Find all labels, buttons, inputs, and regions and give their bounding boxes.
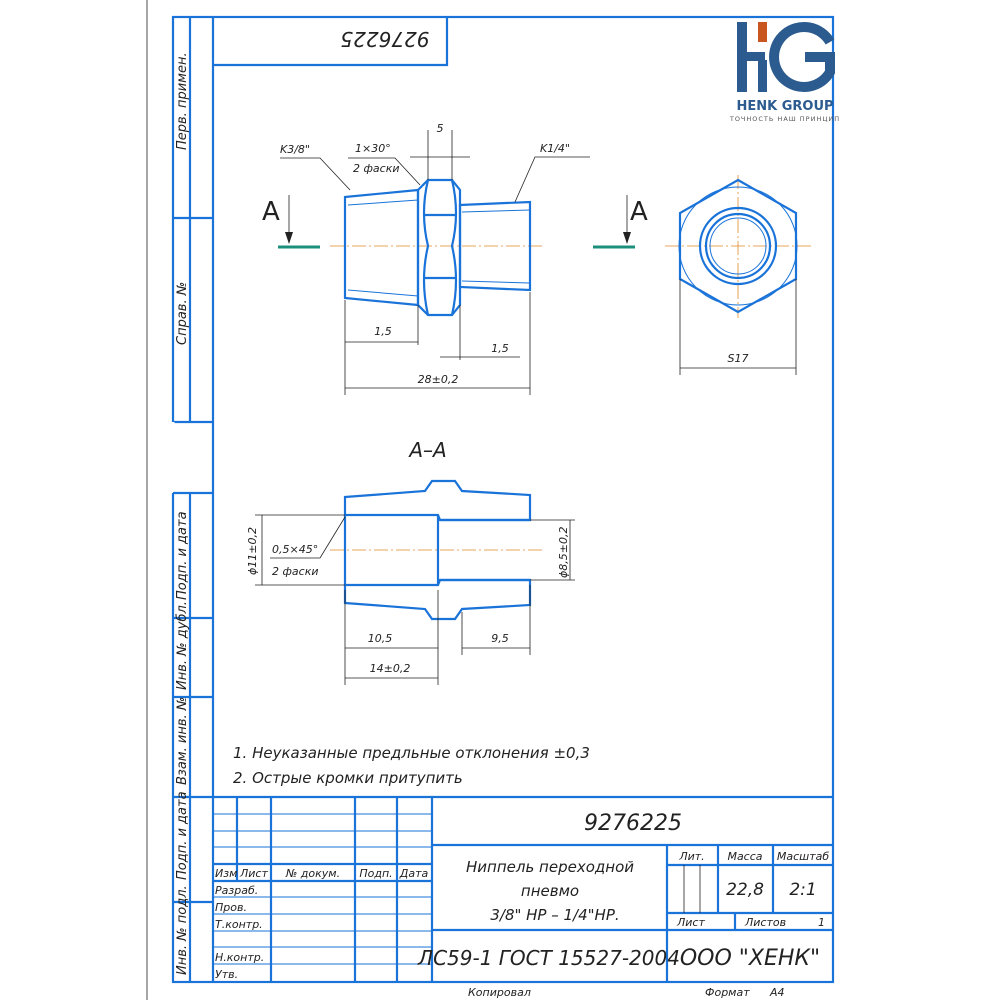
sheets-label: Листов xyxy=(744,916,786,929)
scale-value: 2:1 xyxy=(789,880,816,900)
role: Т.контр. xyxy=(215,918,263,931)
henk-group-logo: HENK GROUP ТОЧНОСТЬ НАШ ПРИНЦИП xyxy=(729,22,840,123)
dim-chamfer-count: 2 фаски xyxy=(353,162,399,175)
dim-dia-left: ϕ11±0,2 xyxy=(246,527,259,575)
lit-label: Лит. xyxy=(678,850,704,863)
dim-hex-width: 5 xyxy=(437,122,444,135)
dim-right-step: 1,5 xyxy=(491,342,509,355)
scale-label: Масштаб xyxy=(777,850,829,863)
section-marker-right: A xyxy=(630,197,648,227)
side-strip-labels: Перв. примен. Справ. № Подп. и дата Инв.… xyxy=(175,52,190,975)
section-marker-left: A xyxy=(262,197,280,227)
header-list: Лист xyxy=(239,867,268,880)
material: ЛС59-1 ГОСТ 15527-2004 xyxy=(417,946,680,970)
sheet-label: Лист xyxy=(676,916,705,929)
dim-thread-right: K1/4" xyxy=(540,142,570,155)
role: Пров. xyxy=(215,901,247,914)
dim-total-depth: 14±0,2 xyxy=(370,662,411,675)
strip-label: Взам. инв. № xyxy=(175,697,190,785)
part-name-1: Ниппель переходной xyxy=(466,858,634,876)
section-view: A–A 10,5 14±0,2 9,5 ϕ11±0,2 ϕ8,5±0,2 0,5… xyxy=(246,438,575,685)
header-date: Дата xyxy=(399,867,429,880)
dim-left-step: 1,5 xyxy=(374,325,392,338)
format-value: А4 xyxy=(769,986,785,999)
role: Разраб. xyxy=(215,884,258,897)
dim-right-depth: 9,5 xyxy=(491,632,509,645)
note-2: 2. Острые кромки притупить xyxy=(233,769,463,787)
part-name-3: 3/8" НР – 1/4"НР. xyxy=(490,906,619,924)
note-1: 1. Неуказанные предльные отклонения ±0,3 xyxy=(233,744,590,762)
dim-dia-right: ϕ8,5±0,2 xyxy=(557,527,570,578)
strip-label: Перв. примен. xyxy=(175,52,190,150)
strip-label: Подп. и дата xyxy=(175,511,190,600)
logo-slogan: ТОЧНОСТЬ НАШ ПРИНЦИП xyxy=(729,115,840,123)
sheets-value: 1 xyxy=(818,916,825,929)
role: Н.контр. xyxy=(215,951,264,964)
role: Утв. xyxy=(215,968,238,981)
dim-left-depth: 10,5 xyxy=(368,632,393,645)
strip-label: Инв. № дубл. xyxy=(175,601,190,690)
title-block: Изм Лист № докум. Подп. Дата Разраб. Про… xyxy=(213,795,833,982)
copied-label: Копировал xyxy=(468,986,531,999)
format-label: Формат xyxy=(705,986,750,999)
front-view: 28±0,2 1,5 1,5 5 K3/8" 1×30° 2 фаски K1/… xyxy=(262,122,590,395)
doc-number: 9276225 xyxy=(584,811,682,836)
mass-value: 22,8 xyxy=(726,880,764,900)
mirrored-code: 9276225 xyxy=(340,27,429,51)
company: ООО "ХЕНК" xyxy=(680,946,820,971)
dim-chamfer: 0,5×45° xyxy=(272,543,318,556)
header-sign: Подп. xyxy=(359,867,392,880)
dim-hex-size: S17 xyxy=(728,352,749,365)
header-doc: № докум. xyxy=(285,867,340,880)
strip-label: Подп. и дата xyxy=(175,791,190,880)
drawing-frame xyxy=(171,15,835,984)
dim-length: 28±0,2 xyxy=(418,373,459,386)
dim-thread-left: K3/8" xyxy=(280,143,310,156)
dim-chamfer: 1×30° xyxy=(355,142,391,155)
header-izm: Изм xyxy=(215,867,237,880)
strip-label: Справ. № xyxy=(175,282,190,345)
strip-label: Инв. № подл. xyxy=(175,885,190,975)
part-name-2: пневмо xyxy=(521,882,579,900)
side-view: A S17 xyxy=(593,175,812,375)
dim-chamfer-count: 2 фаски xyxy=(272,565,318,578)
mass-label: Масса xyxy=(727,850,762,863)
section-title: A–A xyxy=(407,438,446,462)
logo-name: HENK GROUP xyxy=(736,99,833,114)
